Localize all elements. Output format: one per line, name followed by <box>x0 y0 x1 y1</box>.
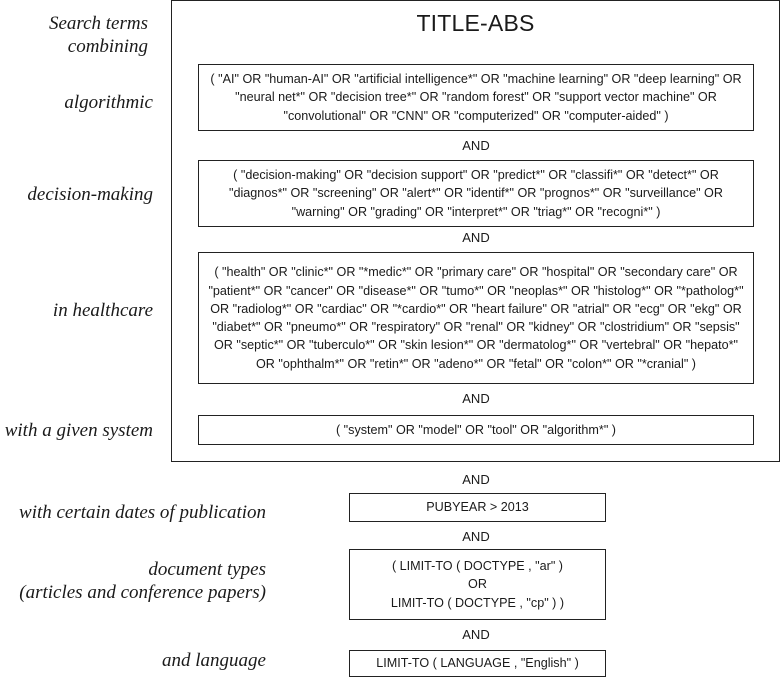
algorithmic-terms-text: ( "AI" OR "human-AI" OR "artificial inte… <box>210 72 742 123</box>
label-doc-types: document types (articles and conference … <box>0 558 266 604</box>
label-system: with a given system <box>4 420 153 441</box>
and-connector-4: AND <box>462 472 490 487</box>
label-healthcare: in healthcare <box>52 300 153 321</box>
and-connector-6: AND <box>462 627 490 642</box>
label-doc-types-line1: document types <box>148 559 266 580</box>
label-doc-types-line2: (articles and conference papers) <box>19 582 266 604</box>
and-connector-3: AND <box>462 391 490 406</box>
decision-making-terms-text: ( "decision-making" OR "decision support… <box>229 168 723 219</box>
pubyear-text: PUBYEAR > 2013 <box>426 500 529 515</box>
language-box: LIMIT-TO ( LANGUAGE , "English" ) <box>349 650 606 677</box>
language-text: LIMIT-TO ( LANGUAGE , "English" ) <box>376 656 579 671</box>
healthcare-terms-text: ( "health" OR "clinic*" OR "*medic*" OR … <box>208 265 744 371</box>
and-connector-5: AND <box>462 529 490 544</box>
algorithmic-terms-box: ( "AI" OR "human-AI" OR "artificial inte… <box>198 64 754 131</box>
label-algorithmic: algorithmic <box>64 92 153 113</box>
pubyear-box: PUBYEAR > 2013 <box>349 493 606 522</box>
doctype-ar-text: ( LIMIT-TO ( DOCTYPE , "ar" ) <box>391 559 564 574</box>
doctype-or-text: OR <box>468 577 487 592</box>
and-connector-2: AND <box>462 230 490 245</box>
label-language: and language <box>162 650 266 671</box>
system-terms-text: ( "system" OR "model" OR "tool" OR "algo… <box>335 422 616 437</box>
title-abs-frame <box>171 0 780 462</box>
healthcare-terms-box: ( "health" OR "clinic*" OR "*medic*" OR … <box>198 252 754 384</box>
label-decision-making: decision-making <box>27 184 153 205</box>
decision-making-terms-box: ( "decision-making" OR "decision support… <box>198 160 754 227</box>
title-abs-heading: TITLE-ABS <box>416 10 535 36</box>
doctype-box: ( LIMIT-TO ( DOCTYPE , "ar" ) OR LIMIT-T… <box>349 549 606 620</box>
and-connector-1: AND <box>462 138 490 153</box>
system-terms-box: ( "system" OR "model" OR "tool" OR "algo… <box>198 415 754 445</box>
label-dates: with certain dates of publication <box>19 502 266 523</box>
doctype-cp-text: LIMIT-TO ( DOCTYPE , "cp" ) ) <box>390 595 565 610</box>
label-search-terms: Search terms combining <box>48 13 148 58</box>
